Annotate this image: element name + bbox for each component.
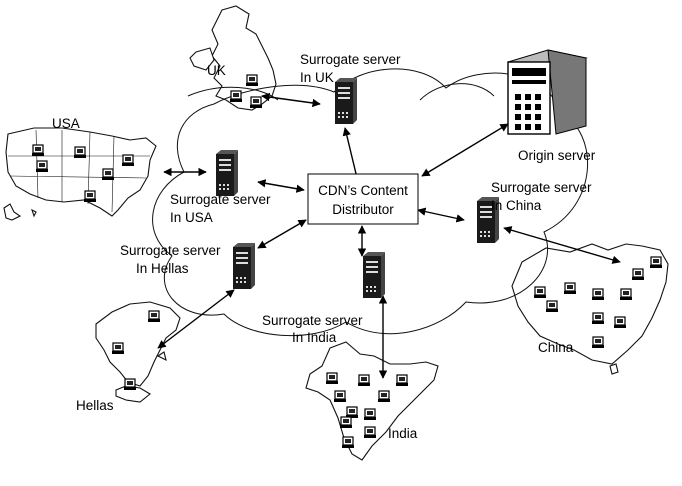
- surrogate-hellas-label-line1: Surrogate server: [120, 243, 221, 258]
- hellas-map: [95, 301, 181, 403]
- surrogate-server-hellas-icon: [233, 243, 255, 289]
- uk-map: [189, 5, 277, 111]
- content-distributor: CDN’s Content Distributor: [307, 173, 419, 225]
- region-label-china: China: [538, 340, 574, 355]
- surrogate-china-label-line2: In China: [491, 198, 542, 213]
- client-computer-icon: [363, 426, 377, 439]
- client-computer-icon: [545, 300, 559, 313]
- region-label-india: India: [388, 426, 418, 441]
- client-computer-icon: [591, 336, 605, 349]
- surrogate-india-label-line1: Surrogate server: [262, 313, 363, 328]
- region-label-uk: UK: [207, 63, 226, 78]
- link-uk-distributor: [342, 127, 361, 183]
- client-computer-icon: [345, 406, 359, 419]
- link-hellas-region: [157, 289, 235, 349]
- client-computer-icon: [619, 288, 633, 301]
- surrogate-uk-label-line1: Surrogate server: [300, 52, 401, 67]
- surrogate-india-label-line2: In India: [292, 330, 337, 345]
- client-computer-icon: [249, 96, 263, 109]
- client-computer-icon: [111, 342, 125, 355]
- surrogate-server-india-icon: [363, 252, 385, 298]
- region-label-hellas: Hellas: [76, 398, 114, 413]
- region-label-usa: USA: [52, 116, 80, 131]
- origin-server-icon: [507, 49, 588, 135]
- client-computer-icon: [377, 390, 391, 403]
- origin-server-label: Origin server: [518, 148, 596, 163]
- client-computer-icon: [395, 374, 409, 387]
- link-uk-region: [261, 92, 321, 108]
- usa-map: [3, 127, 157, 221]
- link-hellas-distributor: [257, 219, 307, 249]
- link-distributor-origin: [421, 123, 509, 177]
- client-computer-icon: [631, 268, 645, 281]
- link-china-region: [503, 226, 621, 264]
- client-computer-icon: [35, 160, 49, 173]
- client-computer-icon: [357, 374, 371, 387]
- link-usa-distributor: [257, 179, 305, 193]
- client-computer-icon: [649, 256, 663, 269]
- client-computer-icon: [341, 436, 355, 449]
- distributor-label-line1: CDN’s Content: [318, 183, 408, 198]
- surrogate-server-usa-icon: [216, 150, 238, 196]
- client-computer-icon: [83, 190, 97, 203]
- surrogate-hellas-label-line2: In Hellas: [136, 261, 189, 276]
- client-computer-icon: [147, 310, 161, 323]
- surrogate-usa-label-line2: In USA: [170, 210, 213, 225]
- client-computer-icon: [563, 282, 577, 295]
- client-computer-icon: [339, 416, 353, 429]
- content-distributor-box: [307, 173, 419, 225]
- client-computer-icon: [333, 390, 347, 403]
- china-map: [511, 243, 669, 375]
- client-computer-icon: [613, 316, 627, 329]
- client-computer-icon: [101, 168, 115, 181]
- client-computer-icon: [591, 312, 605, 325]
- client-computer-icon: [121, 154, 135, 167]
- surrogate-server-uk-icon: [335, 78, 357, 124]
- link-distributor-china: [417, 207, 465, 223]
- network-links: [157, 92, 621, 379]
- client-computer-icon: [229, 90, 243, 103]
- client-computer-icon: [245, 74, 259, 87]
- client-computer-icon: [31, 144, 45, 157]
- surrogate-china-label-line1: Surrogate server: [491, 180, 592, 195]
- surrogate-uk-label-line2: In UK: [300, 70, 334, 85]
- client-computer-icon: [533, 286, 547, 299]
- client-computer-icon: [123, 378, 137, 391]
- client-computer-icon: [591, 288, 605, 301]
- distributor-label-line2: Distributor: [332, 202, 394, 217]
- client-computer-icon: [325, 372, 339, 385]
- india-map: [305, 341, 439, 461]
- surrogate-usa-label-line1: Surrogate server: [170, 192, 271, 207]
- client-computer-icon: [363, 408, 377, 421]
- client-computer-icon: [73, 146, 87, 159]
